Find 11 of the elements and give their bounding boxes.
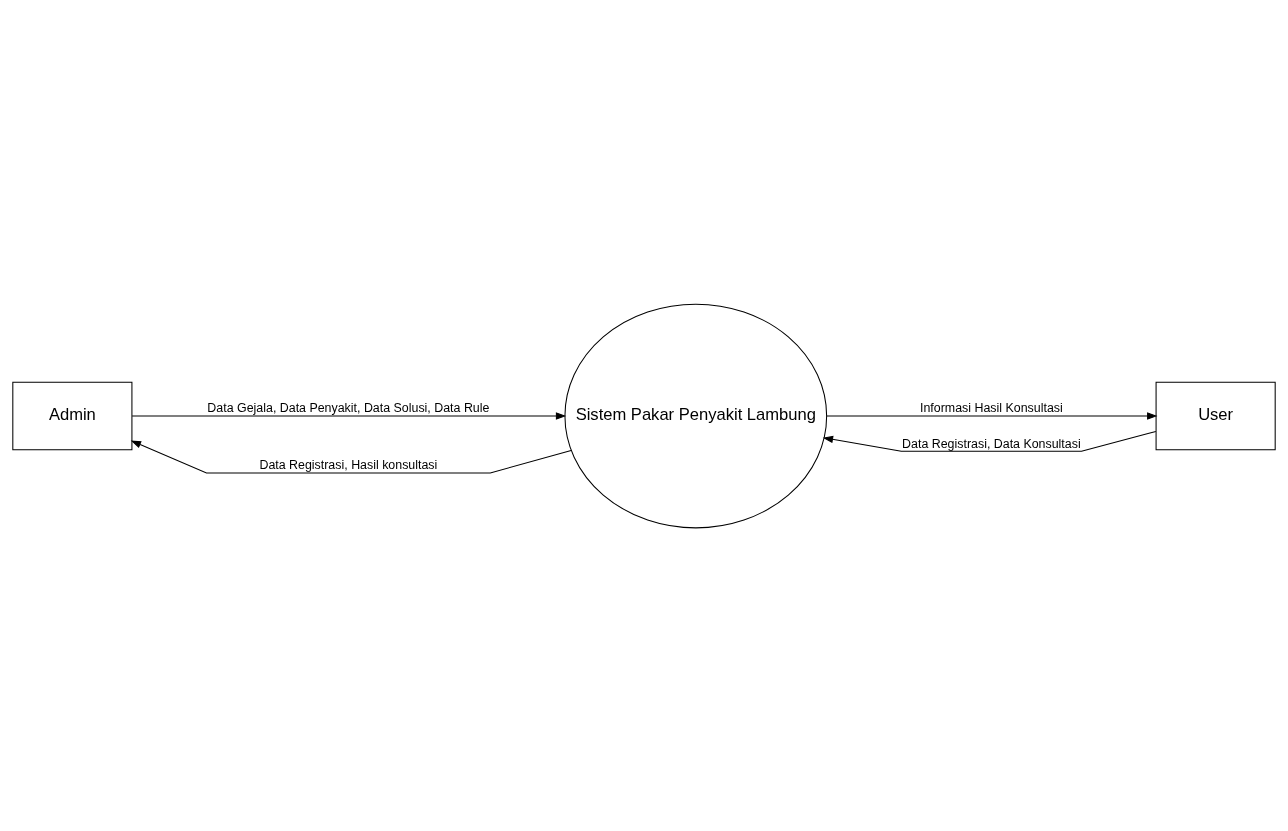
node-box: Admin xyxy=(12,381,133,450)
node-box: User xyxy=(1155,381,1276,450)
arrow xyxy=(822,430,1157,452)
arrow xyxy=(130,440,572,473)
node-ellipse: Sistem Pakar Penyakit Lambung xyxy=(564,303,828,528)
edge-label: Data Gejala, Data Penyakit, Data Solusi, Data Rule xyxy=(207,400,490,415)
edge-label: Data Registrasi, Hasil konsultasi xyxy=(259,457,438,472)
arrow xyxy=(826,411,1158,420)
edge-label: Data Registrasi, Data Konsultasi xyxy=(902,436,1081,451)
edge-label: Informasi Hasil Konsultasi xyxy=(920,400,1063,415)
arrow xyxy=(131,411,567,420)
